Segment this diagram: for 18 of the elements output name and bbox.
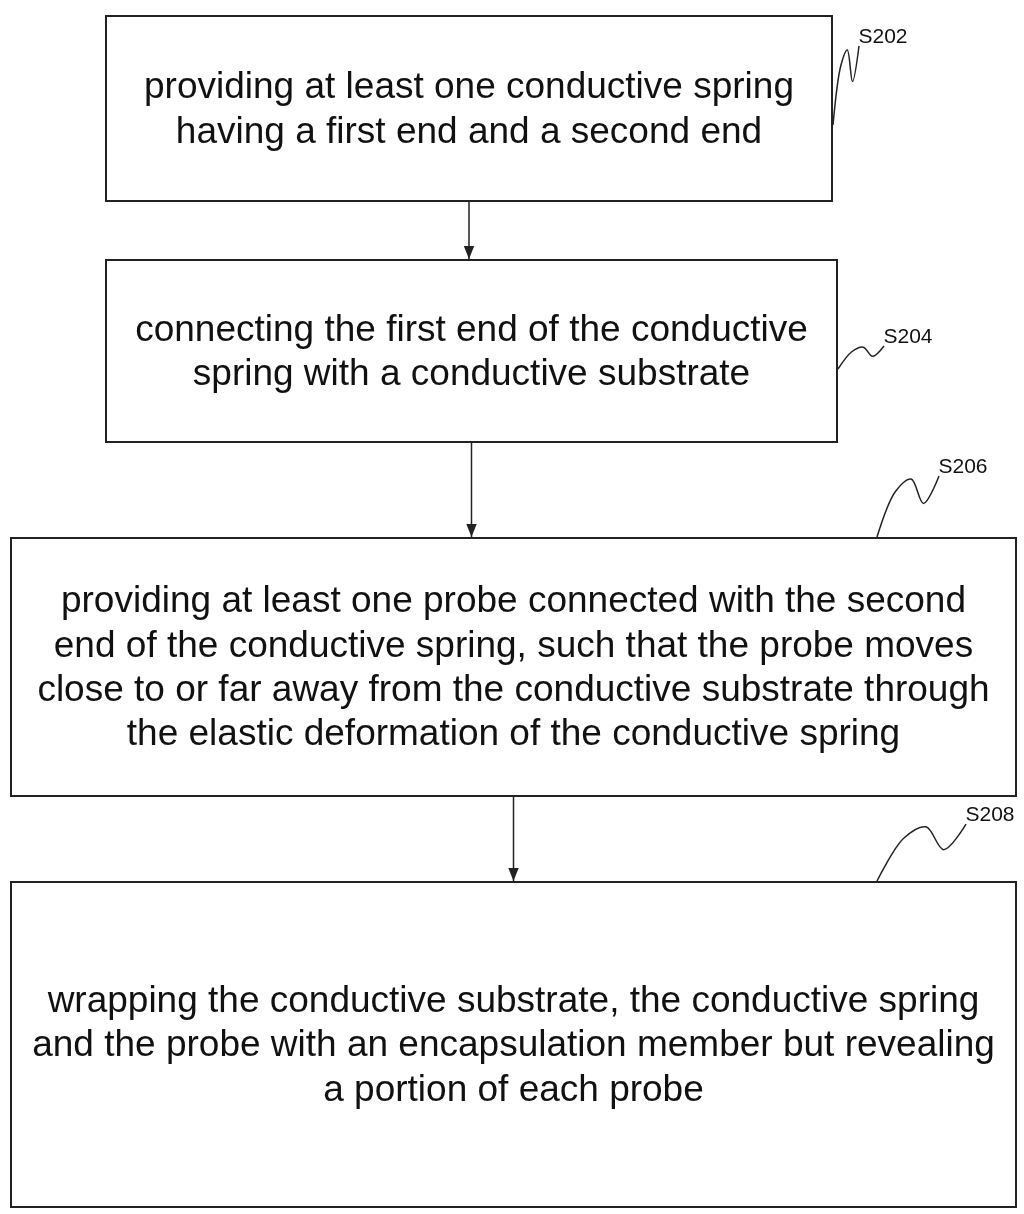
step-label: S208 bbox=[965, 802, 1015, 826]
step-text: connecting the first end of the conductive spring with a conductive substrate bbox=[134, 306, 809, 395]
leader-line bbox=[876, 823, 967, 882]
process-box bbox=[105, 259, 838, 443]
process-box bbox=[10, 537, 1017, 797]
step-label: S202 bbox=[858, 24, 908, 48]
arrow bbox=[466, 442, 477, 538]
arrow bbox=[463, 201, 475, 260]
leader-line bbox=[876, 475, 940, 538]
step-text: providing at least one probe connected with the second end of the conductive spring, such that the probe moves close to or far away from the conductive substrate through the elastic deformation of the conductive spring bbox=[36, 578, 991, 756]
process-box bbox=[10, 881, 1017, 1208]
step-label: S206 bbox=[938, 454, 988, 478]
step-text: wrapping the conductive substrate, the conductive spring and the probe with an encapsulation member but revealing a portion of each probe bbox=[31, 977, 996, 1111]
process-box bbox=[105, 15, 833, 202]
step-label: S204 bbox=[883, 324, 933, 348]
step-text: providing at least one conductive spring having a first end and a second end bbox=[143, 64, 795, 153]
leader-line bbox=[837, 345, 885, 370]
arrow bbox=[508, 796, 519, 882]
